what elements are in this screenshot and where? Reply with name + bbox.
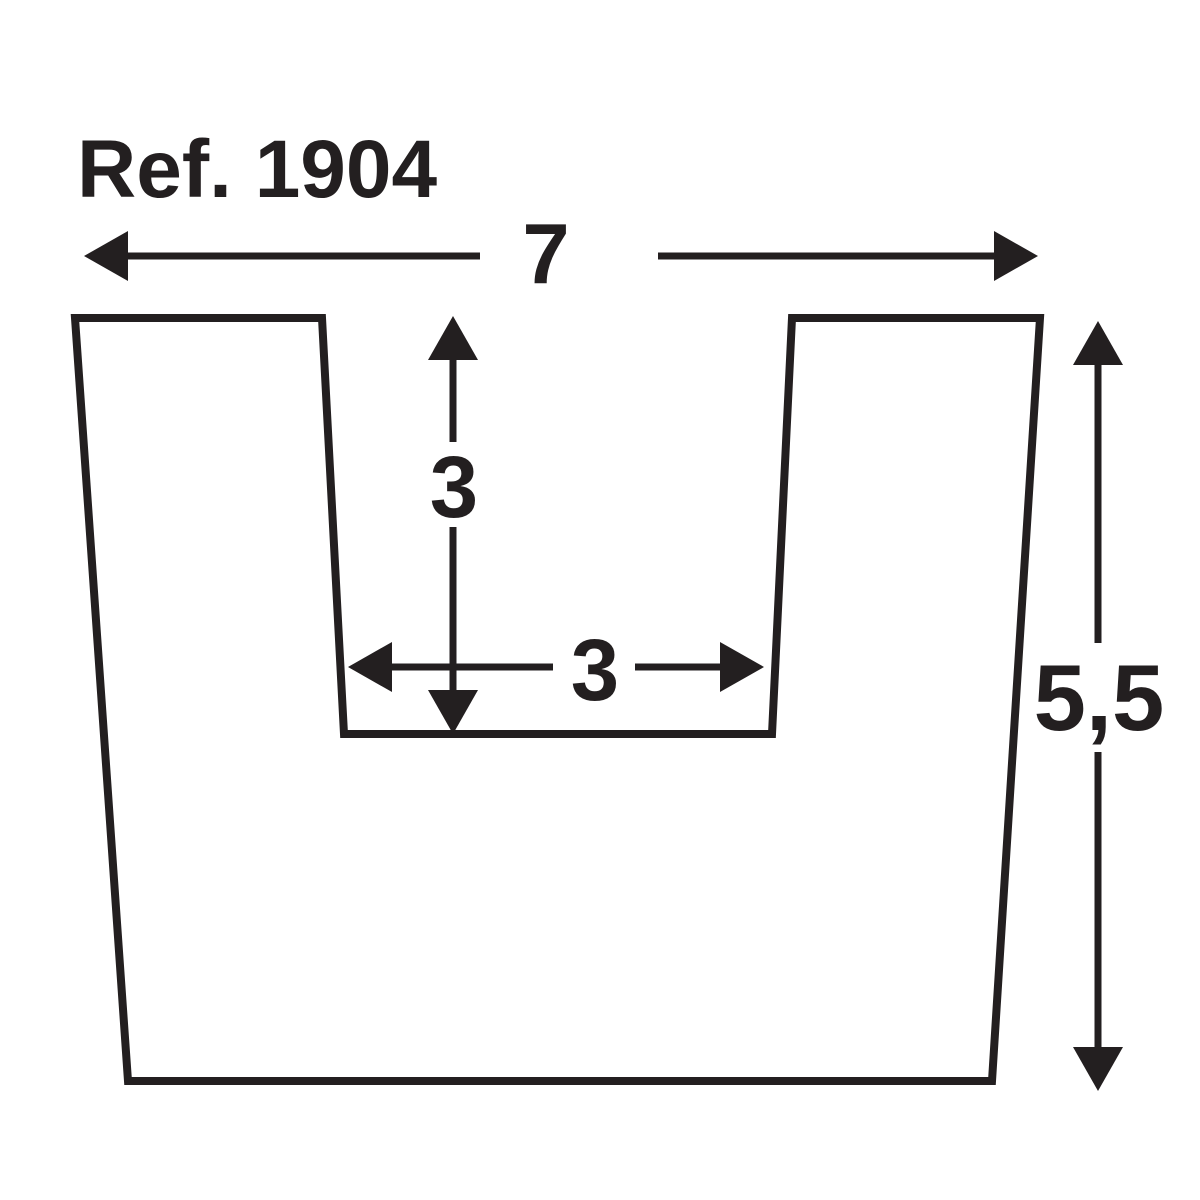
arrow-right-icon xyxy=(720,642,764,692)
arrow-down-icon xyxy=(1073,1047,1123,1091)
arrow-up-icon xyxy=(428,316,478,360)
arrow-right-icon xyxy=(994,231,1038,281)
groove-width-label: 3 xyxy=(571,622,619,719)
arrow-left-icon xyxy=(84,231,128,281)
groove-depth-dimension: 3 xyxy=(428,316,478,734)
width-dimension: 7 xyxy=(84,207,1038,302)
arrow-left-icon xyxy=(348,642,392,692)
arrow-down-icon xyxy=(428,690,478,734)
figure-title: Ref. 1904 xyxy=(77,124,438,215)
height-dimension: 5,5 xyxy=(1034,321,1165,1091)
profile-outline xyxy=(70,314,1045,1085)
arrow-up-icon xyxy=(1073,321,1123,365)
height-dimension-label: 5,5 xyxy=(1034,645,1165,750)
groove-depth-label: 3 xyxy=(430,439,478,536)
groove-width-dimension: 3 xyxy=(348,622,764,719)
width-dimension-label: 7 xyxy=(522,207,569,302)
